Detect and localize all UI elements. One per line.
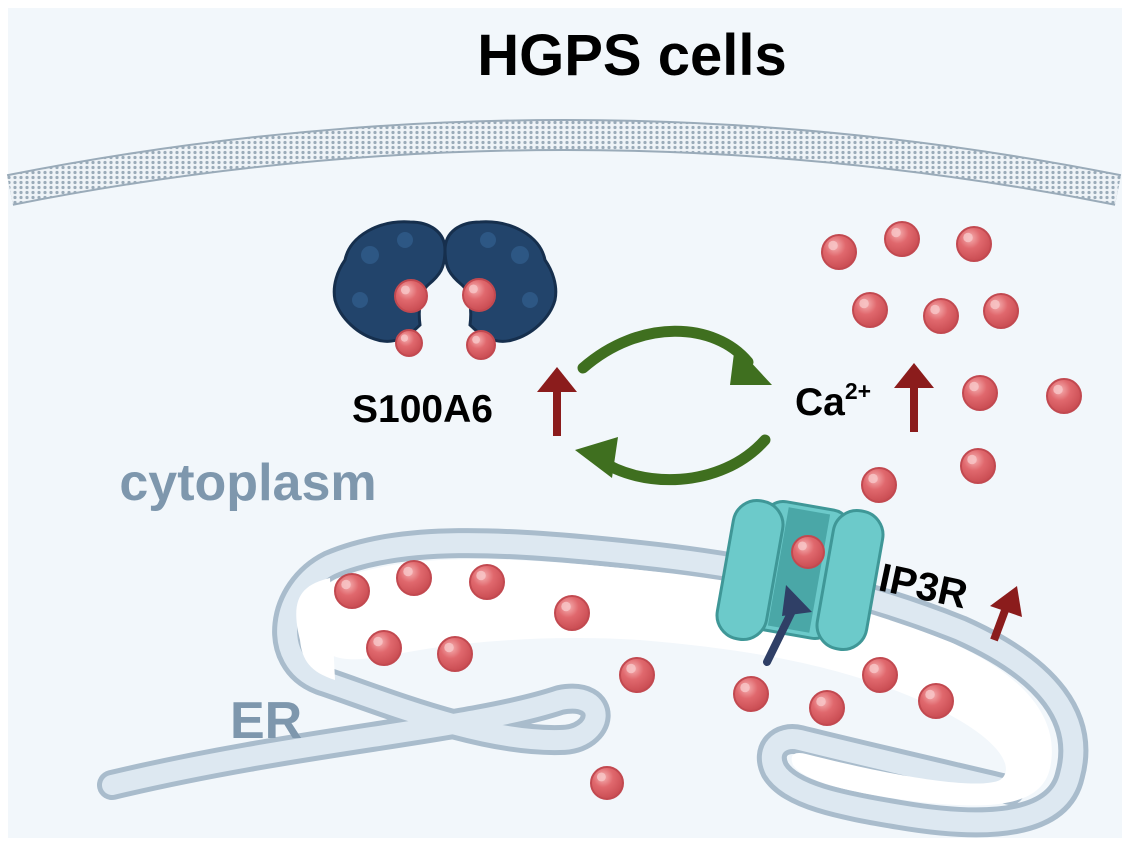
- calcium-ion-highlight: [444, 642, 454, 653]
- calcium-ion-icon: [960, 448, 996, 484]
- calcium-ion-highlight: [400, 334, 409, 342]
- calcium-ion-icon: [619, 657, 655, 693]
- calcium-ion-highlight: [341, 579, 351, 590]
- calcium-ion-highlight: [816, 696, 826, 707]
- calcium-ion-highlight: [828, 240, 838, 251]
- er-label: ER: [230, 692, 302, 750]
- calcium-ion-icon: [862, 657, 898, 693]
- increase-arrow-calcium: [894, 363, 934, 432]
- calcium-ion-highlight: [400, 285, 410, 295]
- calcium-ion-highlight: [930, 304, 940, 315]
- calcium-ion-highlight: [468, 284, 478, 294]
- calcium-ion-highlight: [990, 299, 1000, 310]
- cycle-arrow-icon: [575, 325, 772, 486]
- ip3r-channel-icon: [715, 499, 885, 651]
- er-lumen-lower: [296, 578, 335, 680]
- flux-arrow-icon: [763, 585, 812, 666]
- figure-title: HGPS cells: [477, 23, 786, 88]
- calcium-ion-highlight: [797, 541, 807, 551]
- calcium-ion-highlight: [963, 232, 973, 243]
- calcium-ion-icon: [791, 535, 825, 569]
- calcium-ion-highlight: [925, 689, 935, 700]
- cytoplasm-label: cytoplasm: [119, 454, 376, 512]
- s100a6-dimer-icon: [332, 220, 558, 343]
- calcium-label: Ca2+: [795, 378, 871, 424]
- calcium-ion-highlight: [403, 566, 413, 577]
- calcium-ion-icon: [462, 278, 496, 312]
- calcium-ion-icon: [469, 564, 505, 600]
- calcium-ion-highlight: [1053, 384, 1063, 395]
- calcium-ion-highlight: [472, 335, 481, 344]
- calcium-label-superscript: 2+: [845, 378, 871, 404]
- plasma-membrane-icon: [6, 119, 1122, 206]
- increase-arrow-s100a6: [537, 367, 577, 436]
- calcium-label-base: Ca: [795, 381, 845, 424]
- calcium-ion-highlight: [969, 381, 979, 392]
- increase-arrow-ip3r: [990, 586, 1022, 642]
- calcium-ion-icon: [962, 375, 998, 411]
- calcium-ion-icon: [884, 221, 920, 257]
- calcium-ion-icon: [395, 329, 423, 357]
- calcium-ion-icon: [334, 573, 370, 609]
- calcium-ion-highlight: [476, 570, 486, 581]
- calcium-ion-icon: [466, 330, 496, 360]
- calcium-ion-icon: [590, 766, 624, 800]
- s100a6-label: S100A6: [352, 388, 493, 431]
- calcium-ion-icon: [394, 279, 428, 313]
- calcium-ion-icon: [821, 234, 857, 270]
- calcium-ion-highlight: [373, 636, 383, 647]
- calcium-ion-icon: [956, 226, 992, 262]
- calcium-ion-highlight: [967, 454, 977, 465]
- calcium-ion-highlight: [596, 772, 606, 782]
- calcium-ion-highlight: [891, 227, 901, 238]
- calcium-ion-icon: [366, 630, 402, 666]
- calcium-ion-icon: [923, 298, 959, 334]
- er-membrane: [97, 528, 1089, 838]
- calcium-ion-icon: [1046, 378, 1082, 414]
- calcium-ion-icon: [983, 293, 1019, 329]
- calcium-ion-highlight: [868, 473, 878, 484]
- calcium-ion-highlight: [869, 663, 879, 674]
- calcium-ion-icon: [861, 467, 897, 503]
- calcium-ion-highlight: [859, 298, 869, 309]
- calcium-ion-icon: [852, 292, 888, 328]
- calcium-ion-icon: [733, 676, 769, 712]
- calcium-ion-icon: [396, 560, 432, 596]
- calcium-ion-icon: [437, 636, 473, 672]
- calcium-ion-highlight: [561, 601, 571, 612]
- calcium-ion-icon: [554, 595, 590, 631]
- calcium-ions: [334, 221, 1082, 800]
- calcium-ion-icon: [918, 683, 954, 719]
- calcium-ion-highlight: [740, 682, 750, 693]
- calcium-ion-icon: [809, 690, 845, 726]
- calcium-ion-highlight: [626, 663, 636, 674]
